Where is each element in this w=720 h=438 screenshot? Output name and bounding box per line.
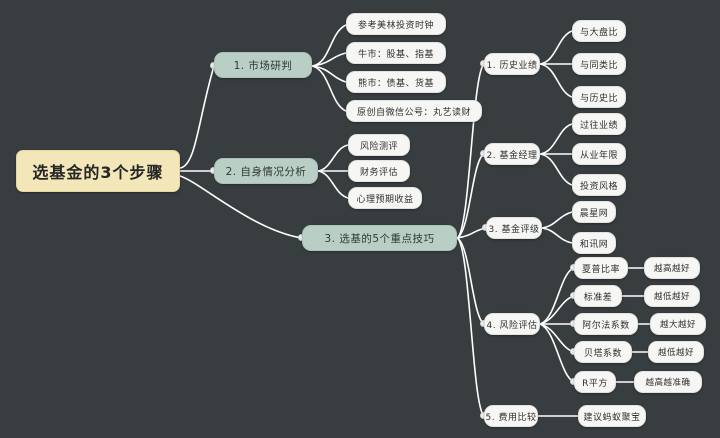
leaf-node-risk-5-label: R平方 bbox=[582, 378, 608, 389]
leaf-node-risk-5[interactable]: R平方 bbox=[574, 371, 616, 393]
note-node-risk-4-label: 越低越好 bbox=[657, 348, 694, 358]
leaf-node-market-3[interactable]: 熊市：债基、货基 bbox=[346, 71, 446, 93]
leaf-node-self-2[interactable]: 财务评估 bbox=[348, 160, 410, 182]
leaf-node-risk-4-label: 贝塔系数 bbox=[583, 348, 622, 359]
subbranch-node-rating[interactable]: 3. 基金评级 bbox=[486, 217, 542, 239]
leaf-node-risk-3[interactable]: 阿尔法系数 bbox=[574, 313, 638, 335]
branch-node-self-label: 2. 自身情况分析 bbox=[225, 165, 307, 178]
leaf-node-self-1-label: 风险测评 bbox=[359, 141, 398, 152]
leaf-node-self-1[interactable]: 风险测评 bbox=[348, 134, 410, 156]
leaf-node-manager-3-label: 投资风格 bbox=[579, 181, 618, 192]
leaf-node-market-1-label: 参考美林投资时钟 bbox=[357, 20, 434, 31]
root-node[interactable]: 选基金的3个步骤 bbox=[16, 150, 180, 192]
leaf-node-market-4[interactable]: 原创自微信公号：丸艺读财 bbox=[346, 100, 482, 122]
note-node-risk-2-label: 越低越好 bbox=[653, 292, 690, 302]
leaf-node-history-2[interactable]: 与同类比 bbox=[572, 53, 626, 75]
note-node-risk-2[interactable]: 越低越好 bbox=[644, 285, 700, 307]
leaf-node-self-2-label: 财务评估 bbox=[359, 167, 398, 178]
subbranch-node-risk-label: 4. 风险评估 bbox=[486, 320, 538, 331]
branch-node-market-label: 1. 市场研判 bbox=[233, 59, 293, 72]
leaf-node-history-1[interactable]: 与大盘比 bbox=[572, 20, 626, 42]
leaf-node-manager-3[interactable]: 投资风格 bbox=[572, 174, 626, 196]
subbranch-node-rating-label: 3. 基金评级 bbox=[488, 224, 540, 235]
subbranch-node-manager-label: 2. 基金经理 bbox=[486, 150, 538, 161]
leaf-node-fee-1[interactable]: 建议蚂蚁聚宝 bbox=[578, 405, 646, 427]
leaf-node-manager-1-label: 过往业绩 bbox=[579, 120, 618, 131]
note-node-risk-3[interactable]: 越大越好 bbox=[650, 313, 706, 335]
branch-node-skills-label: 3. 选基的5个重点技巧 bbox=[324, 232, 435, 245]
leaf-node-history-2-label: 与同类比 bbox=[579, 60, 618, 71]
leaf-node-risk-1[interactable]: 夏普比率 bbox=[574, 257, 628, 279]
leaf-node-rating-2-label: 和讯网 bbox=[579, 239, 609, 250]
note-node-risk-5[interactable]: 越高越准确 bbox=[634, 371, 702, 393]
branch-node-market[interactable]: 1. 市场研判 bbox=[214, 52, 312, 78]
leaf-node-risk-1-label: 夏普比率 bbox=[581, 264, 620, 275]
leaf-node-manager-2-label: 从业年限 bbox=[579, 150, 618, 161]
subbranch-node-history-label: 1. 历史业绩 bbox=[486, 60, 538, 71]
branch-node-self[interactable]: 2. 自身情况分析 bbox=[214, 158, 318, 184]
leaf-node-history-1-label: 与大盘比 bbox=[579, 27, 618, 38]
leaf-node-history-3[interactable]: 与历史比 bbox=[572, 86, 626, 108]
branch-node-skills[interactable]: 3. 选基的5个重点技巧 bbox=[302, 225, 457, 251]
note-node-risk-3-label: 越大越好 bbox=[659, 320, 696, 330]
leaf-node-manager-1[interactable]: 过往业绩 bbox=[572, 113, 626, 135]
leaf-node-fee-1-label: 建议蚂蚁聚宝 bbox=[583, 412, 641, 423]
leaf-node-risk-4[interactable]: 贝塔系数 bbox=[574, 341, 632, 363]
leaf-node-market-2-label: 牛市：股基、指基 bbox=[357, 49, 434, 60]
leaf-node-market-1[interactable]: 参考美林投资时钟 bbox=[346, 13, 446, 35]
leaf-node-market-3-label: 熊市：债基、货基 bbox=[357, 78, 434, 89]
subbranch-node-manager[interactable]: 2. 基金经理 bbox=[484, 143, 540, 165]
leaf-node-market-2[interactable]: 牛市：股基、指基 bbox=[346, 42, 446, 64]
leaf-node-risk-2-label: 标准差 bbox=[583, 292, 613, 303]
subbranch-node-history[interactable]: 1. 历史业绩 bbox=[484, 53, 540, 75]
leaf-node-risk-3-label: 阿尔法系数 bbox=[582, 320, 630, 331]
leaf-node-self-3-label: 心理预期收益 bbox=[356, 194, 414, 205]
note-node-risk-4[interactable]: 越低越好 bbox=[648, 341, 704, 363]
subbranch-node-risk[interactable]: 4. 风险评估 bbox=[484, 313, 540, 335]
leaf-node-rating-1[interactable]: 晨星网 bbox=[572, 201, 616, 223]
leaf-node-rating-2[interactable]: 和讯网 bbox=[572, 232, 616, 254]
note-node-risk-1-label: 越高越好 bbox=[653, 264, 690, 274]
note-node-risk-5-label: 越高越准确 bbox=[645, 378, 691, 388]
subbranch-node-fee-label: 5. 费用比较 bbox=[485, 412, 537, 423]
leaf-node-self-3[interactable]: 心理预期收益 bbox=[348, 187, 422, 209]
leaf-node-market-4-label: 原创自微信公号：丸艺读财 bbox=[356, 107, 471, 118]
subbranch-node-fee[interactable]: 5. 费用比较 bbox=[484, 405, 538, 427]
leaf-node-history-3-label: 与历史比 bbox=[579, 93, 618, 104]
leaf-node-manager-2[interactable]: 从业年限 bbox=[572, 143, 626, 165]
leaf-node-risk-2[interactable]: 标准差 bbox=[574, 285, 622, 307]
note-node-risk-1[interactable]: 越高越好 bbox=[644, 257, 700, 279]
leaf-node-rating-1-label: 晨星网 bbox=[579, 208, 609, 219]
root-node-label: 选基金的3个步骤 bbox=[32, 163, 164, 182]
